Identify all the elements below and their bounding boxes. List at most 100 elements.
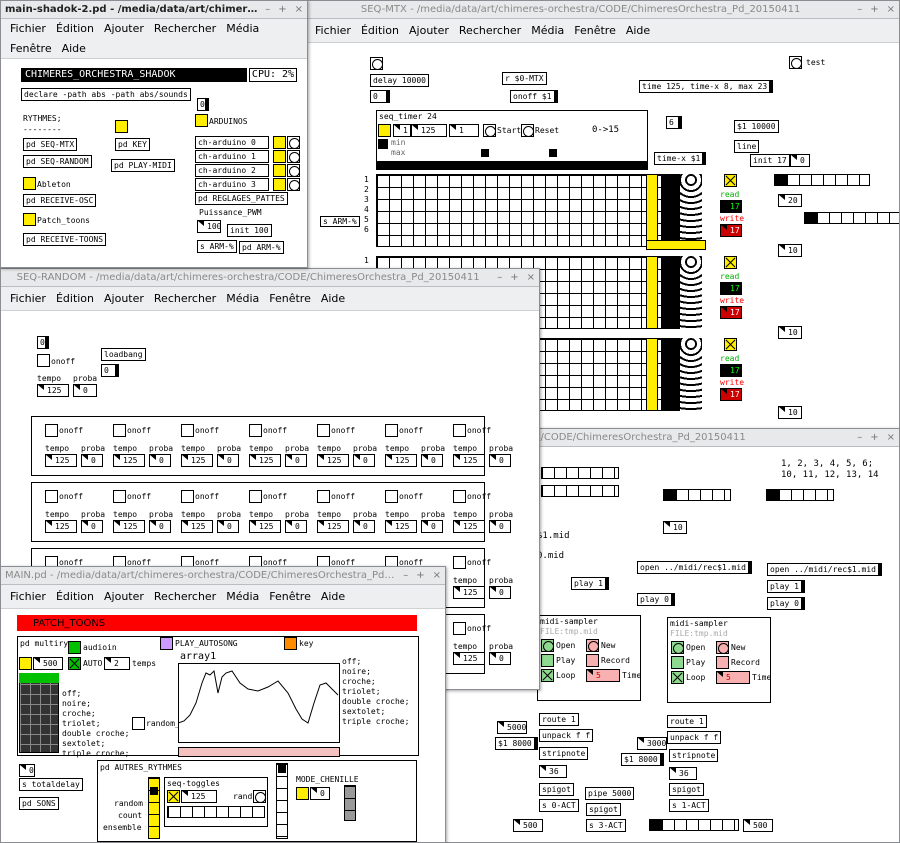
pipe-object[interactable]: pipe 5000 xyxy=(585,787,635,800)
voice-tempo-number[interactable]: 125 xyxy=(453,652,485,665)
tempo-number[interactable]: 125 xyxy=(37,384,69,397)
seq-random-subpatch[interactable]: pd SEQ-RANDOM xyxy=(23,155,92,168)
arduino-toggle[interactable] xyxy=(273,164,286,177)
voice-tempo-number[interactable]: 125 xyxy=(113,454,145,467)
voice-proba-number[interactable]: 0 xyxy=(489,652,511,665)
spigot-object[interactable]: spigot xyxy=(539,783,574,796)
minimize-icon[interactable]: – xyxy=(403,570,409,581)
menu-fenetre[interactable]: Fenêtre xyxy=(10,41,52,55)
maximize-icon[interactable]: + xyxy=(278,4,287,15)
auto-toggle[interactable] xyxy=(68,657,81,670)
voice-proba-number[interactable]: 0 xyxy=(81,454,103,467)
close-icon[interactable]: × xyxy=(432,570,441,581)
voice-onoff-toggle[interactable] xyxy=(181,424,194,437)
menu-rechercher[interactable]: Rechercher xyxy=(458,24,522,37)
val-0-number[interactable]: 0 xyxy=(790,154,810,167)
hradio-c[interactable] xyxy=(675,489,731,501)
init-100-object[interactable]: init 100 xyxy=(227,224,272,237)
voice-tempo-number[interactable]: 125 xyxy=(181,454,213,467)
time-number[interactable]: 5 xyxy=(586,669,620,682)
arduino-subpatch[interactable]: ch-arduino 2 xyxy=(195,164,269,177)
time-message[interactable]: time 125, time-x 8, max 23 xyxy=(639,80,774,93)
voice-tempo-number[interactable]: 125 xyxy=(317,520,349,533)
v500-number[interactable]: 500 xyxy=(743,819,773,832)
s0act-object[interactable]: s 0-ACT xyxy=(539,799,579,812)
titlebar[interactable]: SEQ-RANDOM - /media/data/art/chimeres-or… xyxy=(1,269,539,287)
voice-proba-number[interactable]: 0 xyxy=(489,520,511,533)
test-bang[interactable] xyxy=(789,56,802,69)
hradio-1[interactable] xyxy=(786,174,870,186)
voice-tempo-number[interactable]: 125 xyxy=(113,520,145,533)
time-number[interactable]: 5 xyxy=(716,671,750,684)
voice-onoff-toggle[interactable] xyxy=(113,490,126,503)
proba-number[interactable]: 0 xyxy=(73,384,97,397)
s3act-object[interactable]: s 3-ACT xyxy=(586,819,626,832)
v500-number-2[interactable]: 500 xyxy=(513,819,543,832)
route-object-2[interactable]: route 1 xyxy=(667,715,707,728)
arduino-bang[interactable] xyxy=(287,178,300,191)
voice-onoff-toggle[interactable] xyxy=(385,490,398,503)
s1act-object[interactable]: s 1-ACT xyxy=(669,799,709,812)
rand-bang[interactable] xyxy=(253,790,266,803)
vslider-column[interactable] xyxy=(276,763,288,839)
unpack-object[interactable]: unpack f f xyxy=(539,729,594,742)
init17-object[interactable]: init 17 xyxy=(750,154,790,167)
read-number[interactable]: 17 xyxy=(720,364,742,377)
s-arm-object[interactable]: s ARM-% xyxy=(197,240,237,253)
init-message[interactable]: 0 xyxy=(101,364,119,377)
menu-ajouter[interactable]: Ajouter xyxy=(104,590,144,603)
read-toggle[interactable] xyxy=(724,174,737,187)
play-toggle[interactable] xyxy=(541,654,554,667)
hradio-2[interactable] xyxy=(816,212,899,224)
menu-edition[interactable]: Édition xyxy=(55,292,95,305)
array-progress[interactable] xyxy=(178,747,340,757)
window-play-midi[interactable]: /CODE/ChimeresOrchestra_Pd_20150411 –+× … xyxy=(430,428,900,843)
new-bang[interactable] xyxy=(586,639,599,652)
radio-cell-2[interactable] xyxy=(804,212,816,224)
menu-fenetre[interactable]: Fenêtre xyxy=(574,24,616,37)
menu-aide[interactable]: Aide xyxy=(320,292,346,305)
close-icon[interactable]: × xyxy=(526,272,535,283)
maximize-icon[interactable]: + xyxy=(510,272,519,283)
titlebar[interactable]: SEQ-MTX - /media/data/art/chimeres-orche… xyxy=(306,1,899,19)
min-toggle[interactable] xyxy=(378,139,388,149)
voice-tempo-number[interactable]: 125 xyxy=(385,454,417,467)
play0-message-2[interactable]: play 0 xyxy=(767,597,805,610)
voice-onoff-toggle[interactable] xyxy=(249,424,262,437)
hradio-a[interactable] xyxy=(541,467,619,479)
window-main-shadok[interactable]: main-shadok-2.pd - /media/data/art/chime… xyxy=(0,0,308,268)
hradio-e[interactable] xyxy=(661,819,739,831)
voice-onoff-toggle[interactable] xyxy=(45,490,58,503)
menu-fichier[interactable]: Fichier xyxy=(10,292,46,305)
open-midi-message[interactable]: open ../midi/rec$1.mid xyxy=(637,561,752,574)
voice-onoff-toggle[interactable] xyxy=(249,490,262,503)
menu-ajouter[interactable]: Ajouter xyxy=(104,22,144,36)
open-bang[interactable] xyxy=(671,641,684,654)
arduino-bang[interactable] xyxy=(287,150,300,163)
menu-media[interactable]: Média xyxy=(226,22,260,36)
voice-tempo-number[interactable]: 125 xyxy=(249,454,281,467)
read-number[interactable]: 17 xyxy=(720,200,742,213)
onoff-toggle[interactable] xyxy=(37,354,50,367)
voice-proba-number[interactable]: 0 xyxy=(353,454,375,467)
voice-tempo-number[interactable]: 125 xyxy=(385,520,417,533)
menu-fichier[interactable]: Fichier xyxy=(10,22,46,36)
menu-ajouter[interactable]: Ajouter xyxy=(409,24,449,37)
voice-tempo-number[interactable]: 125 xyxy=(45,454,77,467)
record-toggle[interactable] xyxy=(716,656,729,669)
vradio-matrix[interactable] xyxy=(19,673,59,753)
delay-object[interactable]: delay 10000 xyxy=(370,74,429,87)
maximize-icon[interactable]: + xyxy=(416,570,425,581)
arduino-subpatch[interactable]: ch-arduino 0 xyxy=(195,136,269,149)
toons-toggle[interactable] xyxy=(23,213,36,226)
voice-tempo-number[interactable]: 125 xyxy=(45,520,77,533)
arduino-toggle[interactable] xyxy=(273,136,286,149)
read-toggle[interactable] xyxy=(724,256,737,269)
voice-onoff-toggle[interactable] xyxy=(453,622,466,635)
zero-message[interactable]: 0 xyxy=(37,336,49,349)
minimize-icon[interactable]: – xyxy=(857,432,863,443)
voice-tempo-number[interactable]: 125 xyxy=(453,520,485,533)
play-midi-subpatch[interactable]: pd PLAY-MIDI xyxy=(111,159,175,172)
menu-media[interactable]: Média xyxy=(531,24,565,37)
audioin-toggle[interactable] xyxy=(68,641,81,654)
